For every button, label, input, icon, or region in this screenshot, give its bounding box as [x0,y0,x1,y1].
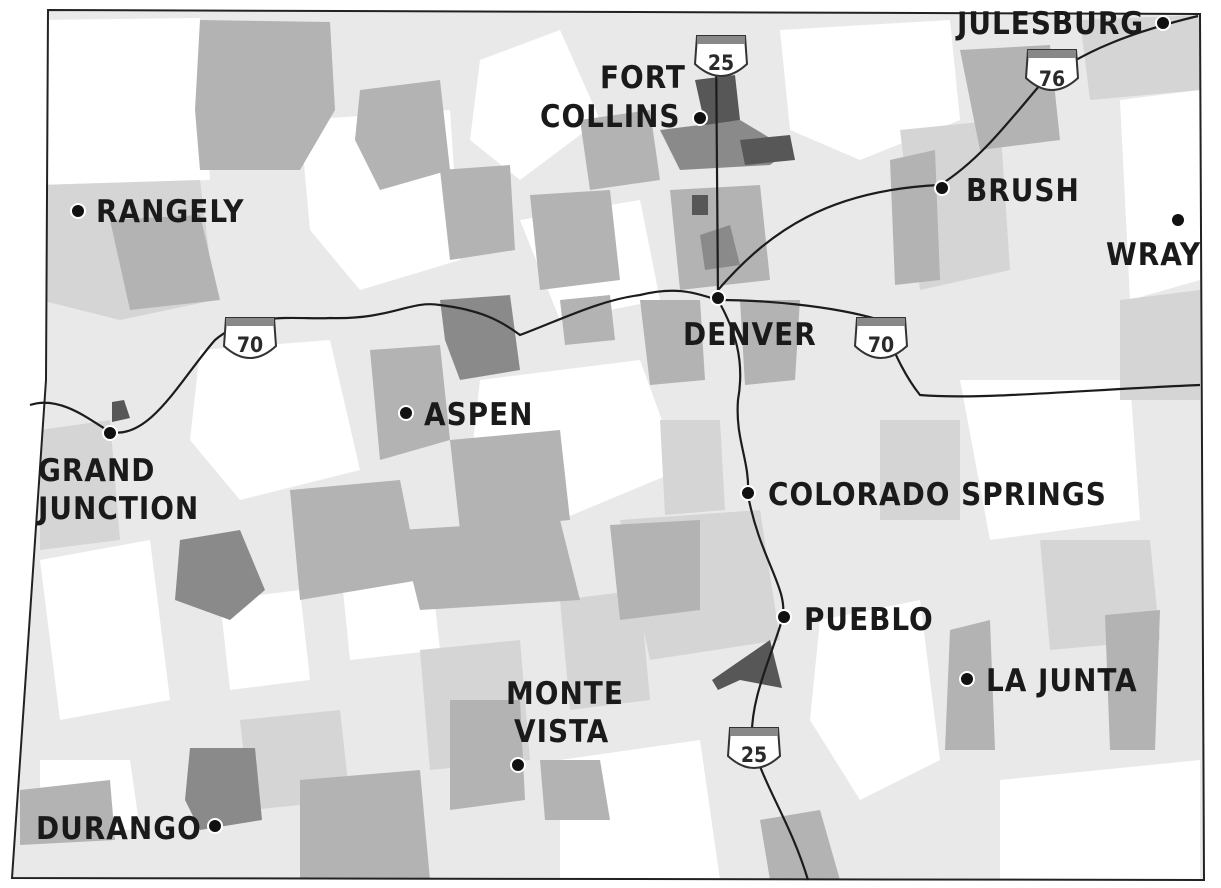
i25-north-shield: 25 [693,35,749,77]
city-label-wray: WRAY [1106,237,1201,273]
city-label-brush: BRUSH [966,173,1080,209]
interstate-shields: 25 76 70 70 25 [222,35,1080,769]
state-border [10,8,1206,882]
shield-band [226,318,274,326]
city-label-fort-collins-line1: FORT [600,60,686,96]
shield-label: 25 [708,51,734,75]
shield-label: 70 [237,333,263,357]
rangely-dot [70,203,86,219]
city-label-julesburg: JULESBURG [955,6,1144,42]
i70-west-shield: 70 [222,317,278,359]
durango-dot [207,818,223,834]
shield-icon [693,35,749,77]
shield-band [730,728,778,736]
city-label-aspen: ASPEN [424,397,534,433]
pueblo-dot [776,609,792,625]
shield-band [1028,50,1076,58]
city-label-grand-junction-line2: JUNCTION [36,491,199,527]
i76-shield: 76 [1024,49,1080,91]
city-label-pueblo: PUEBLO [804,602,934,638]
colorado-springs-dot [740,485,756,501]
monte-vista-dot [510,757,526,773]
shield-icon [726,727,782,769]
brush-dot [934,180,950,196]
city-label-denver: DENVER [683,317,817,353]
city-label-colorado-springs: COLORADO SPRINGS [768,477,1107,513]
city-label-grand-junction-line1: GRAND [38,453,155,489]
shield-icon [222,317,278,359]
city-label-durango: DURANGO [36,811,202,847]
shield-band [857,318,905,326]
wray-dot [1170,212,1186,228]
julesburg-dot [1155,15,1171,31]
i70-east-shield: 70 [853,317,909,359]
shield-label: 70 [868,333,894,357]
shield-label: 25 [741,743,767,767]
city-markers [70,15,1186,834]
shield-label: 76 [1039,67,1065,91]
fort-collins-dot [692,110,708,126]
city-label-fort-collins-line2: COLLINS [540,99,681,135]
city-labels: JULESBURG FORT COLLINS RANGELY BRUSH WRA… [36,6,1201,847]
grand-junction-dot [102,425,118,441]
aspen-dot [398,405,414,421]
i25-north-highway [714,39,720,301]
denver-dot [710,290,726,306]
i70-east-highway [717,298,1201,398]
shield-band [697,36,745,44]
i25-south-shield: 25 [726,727,782,769]
shield-icon [853,317,909,359]
i70-west-highway [29,289,719,434]
city-label-rangely: RANGELY [96,194,244,230]
city-label-monte-vista-line1: MONTE [506,676,624,712]
city-label-la-junta: LA JUNTA [986,663,1138,699]
la-junta-dot [959,671,975,687]
city-label-monte-vista-line2: VISTA [514,714,609,750]
shield-icon [1024,49,1080,91]
i76-highway [717,14,1199,291]
